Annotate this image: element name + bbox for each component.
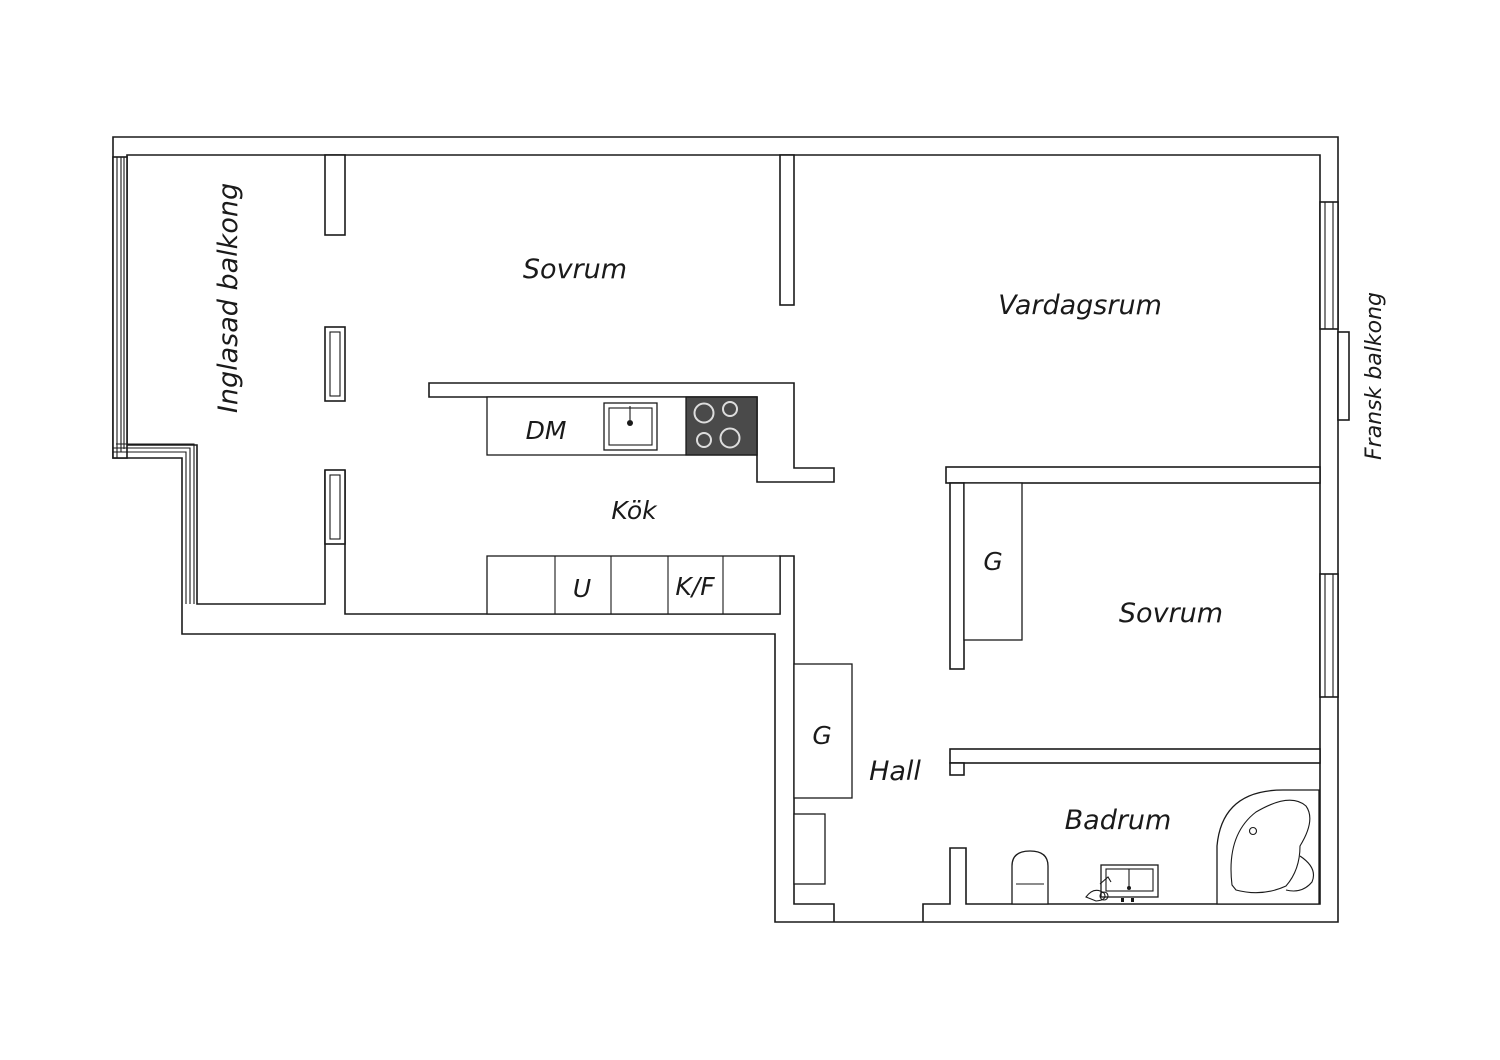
wall-bedroom-living [779, 154, 795, 306]
label-dishwasher: DM [526, 416, 567, 445]
label-bedroom-top: Sovrum [523, 254, 627, 285]
wall-balcony-top [324, 154, 346, 236]
label-oven: U [573, 574, 591, 603]
window-living-room [1319, 201, 1339, 330]
wall-bathroom-corner [949, 762, 965, 776]
washbasin-icon [1085, 864, 1159, 902]
label-living-room: Vardagsrum [998, 290, 1162, 321]
window-balcony-left [112, 156, 128, 459]
window-inner-upper [324, 326, 346, 402]
wall-bedroom-right-top [945, 466, 1321, 484]
kitchen-fixtures [486, 396, 781, 615]
label-fridge-freezer: K/F [675, 572, 715, 601]
label-kitchen: Kök [611, 496, 658, 525]
kitchen-counter-lower [486, 555, 781, 615]
room-labels: Sovrum Vardagsrum Inglasad balkong Frans… [213, 183, 1387, 836]
label-french-balcony: Fransk balkong [1362, 292, 1387, 460]
wall-bathroom-top [949, 748, 1321, 764]
storage-fixtures [793, 482, 1023, 885]
windows [112, 156, 1350, 698]
wardrobe-bedroom [963, 482, 1023, 641]
wall-bedroom-right-left [949, 482, 965, 670]
label-wardrobe-bedroom: G [983, 547, 1002, 576]
toilet-icon [1011, 850, 1049, 905]
french-balcony-door [1337, 331, 1350, 421]
label-bedroom-right: Sovrum [1119, 598, 1223, 629]
window-bedroom-right [1319, 573, 1339, 698]
hall-cabinet [793, 813, 826, 885]
wardrobe-hall [793, 663, 853, 799]
bathroom-fixtures [1011, 789, 1320, 905]
bathtub-icon [1216, 789, 1320, 905]
label-hall: Hall [869, 756, 921, 787]
label-wardrobe-hall: G [812, 721, 831, 750]
label-bathroom: Badrum [1065, 805, 1172, 836]
label-glazed-balcony: Inglasad balkong [213, 183, 244, 413]
window-inner-lower [324, 469, 346, 545]
